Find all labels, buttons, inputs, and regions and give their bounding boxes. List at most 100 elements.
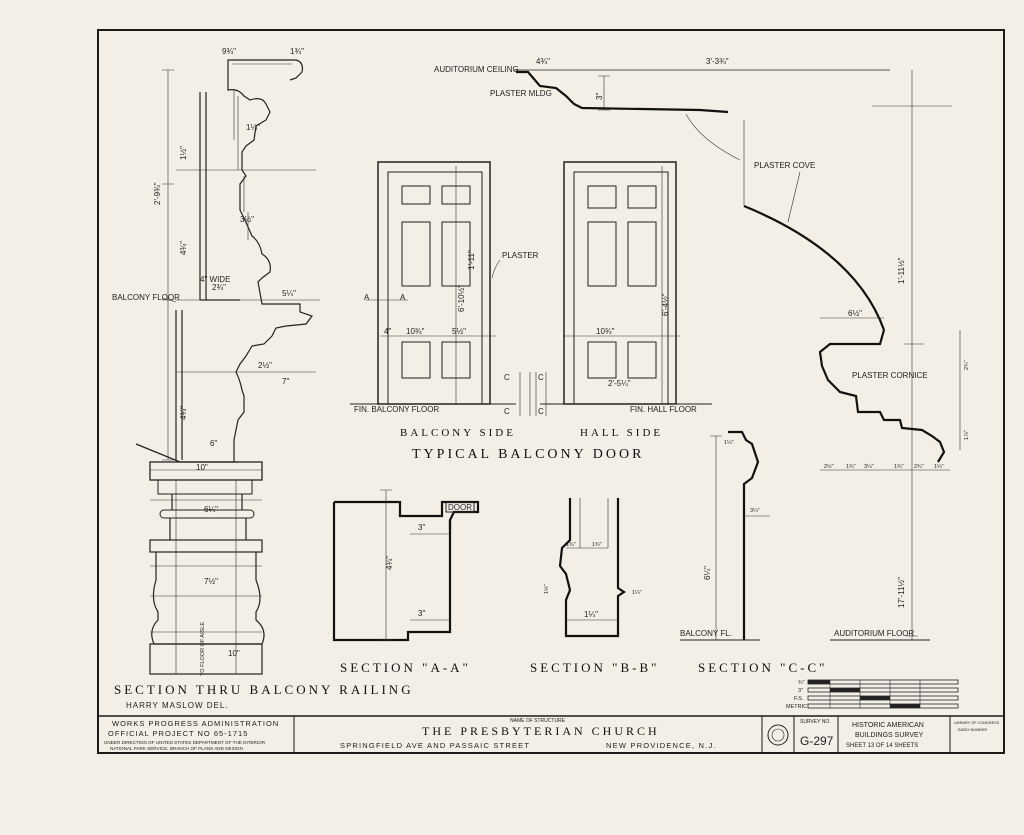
dim-5-1-2-bal: 5½" xyxy=(452,327,466,336)
survey-no: G-297 xyxy=(800,734,834,748)
sheet-border xyxy=(97,29,1005,754)
cut-mark-c4: C xyxy=(538,407,544,416)
caption-section-aa: SECTION "A-A" xyxy=(340,660,471,675)
nps-seal-icon xyxy=(767,724,789,746)
scale-label-3-4: ¾" xyxy=(798,680,805,686)
dim-cc-height: 6¼" xyxy=(703,566,712,580)
label-fin-balcony-floor: FIN. BALCONY FLOOR xyxy=(354,405,439,414)
dim-ceiling-mldg: 4¾" xyxy=(536,57,550,66)
label-balcony-floor: BALCONY FLOOR xyxy=(112,293,180,302)
dim-17-11-1-2: 17'-11½" xyxy=(897,577,906,608)
dim-bb-c: 1½" xyxy=(543,584,550,594)
section-bb: 1¾" 1¾" 1¼" 1½" 1¼" xyxy=(543,498,642,638)
dim-rail-b: 4¾" xyxy=(179,241,188,255)
dim-10-bottom: 10" xyxy=(228,649,240,658)
dim-cornice-b: 1¾" xyxy=(846,464,856,470)
cut-mark-c1: C xyxy=(504,373,510,382)
caption-balcony-side: BALCONY SIDE xyxy=(400,427,516,439)
dim-cc-b: 1¼" xyxy=(724,440,734,446)
dim-bb-a: 1¾" xyxy=(566,542,576,548)
dim-7: 7" xyxy=(282,377,289,386)
dim-rail-f: 2½" xyxy=(258,361,272,370)
dim-4-bal: 4" xyxy=(384,327,391,336)
label-auditorium-ceiling: AUDITORIUM CEILING xyxy=(434,65,519,74)
dim-rail-e: 3½" xyxy=(240,215,254,224)
caption-section-bb: SECTION "B-B" xyxy=(530,660,659,675)
scale-label-metric: METRIC xyxy=(786,704,807,710)
dim-5-1-4: 5¼" xyxy=(282,289,296,298)
dim-cc-a: 3¼" xyxy=(750,508,760,514)
survey-no-label: SURVEY NO. xyxy=(800,719,831,725)
door-hall-side: 6'-4½" 10¾" 2'-5¼" FIN. HALL FLOOR xyxy=(540,161,712,414)
dim-cornice-d: 1¾" xyxy=(894,464,904,470)
section-cc-profile xyxy=(728,430,760,640)
wpa-line-1: WORKS PROGRESS ADMINISTRATION xyxy=(112,719,279,728)
caption-typical-balcony-door: TYPICAL BALCONY DOOR xyxy=(412,447,644,462)
section-aa: DOOR 4¾" 3" 3" xyxy=(332,489,480,642)
dim-cornice-h: 2¾" xyxy=(964,360,970,370)
dim-cornice-g: 1⅞" xyxy=(964,430,970,440)
rail-profile xyxy=(227,70,313,462)
dim-rail-d: 1¼" xyxy=(246,123,260,132)
dim-1-11-1-2: 1'-11½" xyxy=(897,257,906,284)
door-balcony-side: A A 6'-10½" 1'-11" 10¾" 4" 5½" PLASTER F… xyxy=(350,161,539,414)
label-fin-hall-floor: FIN. HALL FLOOR xyxy=(630,405,697,414)
ceiling-cove-section: AUDITORIUM CEILING 4¾" 3'-3¾" PLASTER ML… xyxy=(434,57,970,640)
loc-line-1: LIBRARY OF CONGRESS xyxy=(954,721,1000,725)
dim-6-4-1-2-hall: 6'-4½" xyxy=(661,293,670,316)
dim-cap-overhang: 1¾" xyxy=(290,47,304,56)
label-plaster: PLASTER xyxy=(502,251,539,260)
cut-mark-c2: C xyxy=(538,373,544,382)
name-of-structure-label: NAME OF STRUCTURE xyxy=(510,718,566,724)
label-auditorium-floor: AUDITORIUM FLOOR xyxy=(834,629,915,638)
dim-rail-c: 4¾" xyxy=(179,406,188,420)
dim-bb-b: 1¾" xyxy=(592,542,602,548)
caption-hall-side: HALL SIDE xyxy=(580,427,663,439)
dim-aa-a: 3" xyxy=(418,523,425,532)
plaster-cornice-profile xyxy=(818,329,946,463)
structure-name: THE PRESBYTERIAN CHURCH xyxy=(422,724,660,738)
dim-bb-d: 1¼" xyxy=(632,590,642,596)
section-bb-profile xyxy=(558,498,626,638)
dim-cornice-c: 3¼" xyxy=(864,464,874,470)
dim-mldg-depth: 3" xyxy=(595,93,604,100)
dim-6-1-2: 6½" xyxy=(848,309,862,318)
loc-line-2: INDEX NUMBER xyxy=(958,728,987,732)
dim-10-top: 10" xyxy=(196,463,208,472)
label-balcony-fl: BALCONY FL. xyxy=(680,629,732,638)
railing-section: 2'-9¾" 9¾" 1¾" 1½" 4¾" 4¾" 1¼" 3½" 5¼" 2… xyxy=(112,47,320,463)
dim-6-10-1-2-bal: 6'-10½" xyxy=(457,285,466,312)
sheet-info: SHEET 13 OF 14 SHEETS xyxy=(846,743,918,749)
dim-cornice-e: 2¾" xyxy=(914,464,924,470)
caption-section-railing: SECTION THRU BALCONY RAILING xyxy=(114,682,414,697)
label-plaster-cove: PLASTER COVE xyxy=(754,161,815,170)
dim-1-11-bal: 1'-11" xyxy=(467,250,476,270)
dim-2-3-4: 2¾" xyxy=(212,283,226,292)
dim-aa-height: 4¾" xyxy=(385,556,394,570)
dim-10-3-4-hall: 10¾" xyxy=(596,327,615,336)
title-block: WORKS PROGRESS ADMINISTRATION OFFICIAL P… xyxy=(98,715,1004,753)
plaster-cove-curve xyxy=(743,204,886,331)
dim-3-3-4: 3'-3¾" xyxy=(706,57,729,66)
caption-section-cc: SECTION "C-C" xyxy=(698,660,827,675)
dim-7-1-2: 7½" xyxy=(204,577,218,586)
dim-10-3-4-bal: 10¾" xyxy=(406,327,425,336)
cut-mark-c3: C xyxy=(504,407,510,416)
handrail-cap xyxy=(227,59,303,81)
label-4-wide: 4" WIDE xyxy=(200,275,230,284)
section-cc: 6¼" 3¼" 1¼" BALCONY FL. AUDITORIUM FLOOR xyxy=(680,430,930,641)
cut-marks-c: C C C C xyxy=(504,372,547,416)
label-plaster-mldg: PLASTER MLDG xyxy=(490,89,552,98)
graphic-scales: ¾" 3" F.S. METRIC xyxy=(786,679,959,710)
newel-pedestal: 10" 6¼" 7½" 10" TO FLOOR OF AISLE xyxy=(149,461,265,676)
dim-bb-width: 1¼" xyxy=(584,610,598,619)
label-door: DOOR xyxy=(448,503,472,512)
wpa-line-3: UNDER DIRECTION OF UNITED STATES DEPARTM… xyxy=(104,740,266,745)
cut-mark-a1: A xyxy=(364,293,370,302)
habs-line-1: HISTORIC AMERICAN xyxy=(852,722,924,729)
wpa-line-2: OFFICIAL PROJECT NO 65-1715 xyxy=(108,729,248,738)
dim-rail-a: 1½" xyxy=(179,146,188,160)
label-plaster-cornice: PLASTER CORNICE xyxy=(852,371,928,380)
structure-city: NEW PROVIDENCE, N.J. xyxy=(606,741,717,750)
